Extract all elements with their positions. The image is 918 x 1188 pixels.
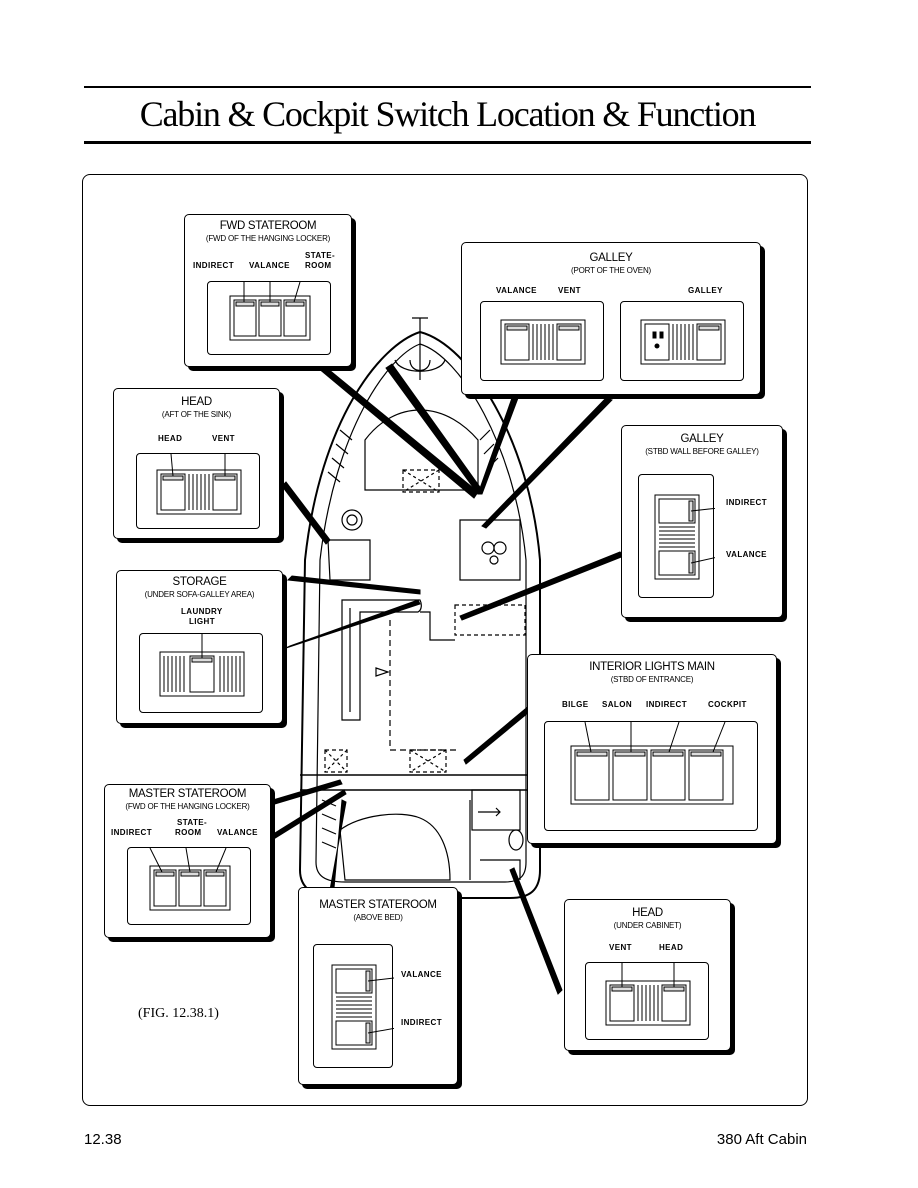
callout-subtitle: (FWD OF THE HANGING LOCKER) xyxy=(125,802,250,811)
callout-head-sink: HEAD (AFT OF THE SINK) HEAD VENT xyxy=(113,388,280,539)
switch-plate xyxy=(136,453,260,529)
callout-title: MASTER STATEROOM xyxy=(128,788,247,800)
switch-plate-left xyxy=(480,301,604,381)
switch-plate xyxy=(585,962,709,1040)
rocker-switches xyxy=(570,721,734,805)
callout-galley-port: GALLEY (PORT OF THE OVEN) VALANCE VENT G… xyxy=(461,242,761,395)
label-room: ROOM xyxy=(175,828,202,837)
callout-title: FWD STATEROOM xyxy=(219,220,317,232)
rocker-switches xyxy=(229,281,311,341)
rocker-switches xyxy=(654,494,728,580)
label-light: LIGHT xyxy=(189,617,215,626)
label-indirect: INDIRECT xyxy=(646,700,687,709)
switch-plate xyxy=(638,474,728,598)
label-head: HEAD xyxy=(659,943,684,952)
label-vent: VENT xyxy=(212,434,235,443)
callout-master-locker: MASTER STATEROOM (FWD OF THE HANGING LOC… xyxy=(104,784,271,938)
switch-plate xyxy=(139,633,263,713)
title-rule xyxy=(84,141,811,144)
label-valance: VALANCE xyxy=(496,286,537,295)
page-number: 12.38 xyxy=(84,1131,122,1148)
rocker-switches xyxy=(159,634,245,697)
rocker-switches xyxy=(605,963,691,1026)
callout-subtitle: (STBD WALL BEFORE GALLEY) xyxy=(645,447,759,456)
rocker-switches xyxy=(500,319,586,365)
label-indirect: INDIRECT xyxy=(401,1018,442,1027)
label-indirect: INDIRECT xyxy=(111,828,152,837)
switch-plate xyxy=(544,721,758,831)
label-valance: VALANCE xyxy=(249,261,290,270)
callout-title: MASTER STATEROOM xyxy=(319,899,437,911)
label-valance: VALANCE xyxy=(726,550,767,559)
callout-subtitle: (STBD OF ENTRANCE) xyxy=(610,675,694,684)
label-bilge: BILGE xyxy=(562,700,589,709)
label-state: STATE- xyxy=(305,251,336,260)
label-room: ROOM xyxy=(305,261,332,270)
switch-plate xyxy=(127,847,251,925)
label-salon: SALON xyxy=(602,700,632,709)
callout-subtitle: (UNDER SOFA-GALLEY AREA) xyxy=(144,590,255,599)
rocker-switches xyxy=(156,453,242,515)
callout-storage: STORAGE (UNDER SOFA-GALLEY AREA) LAUNDRY… xyxy=(116,570,283,724)
callout-fwd-stateroom: FWD STATEROOM (FWD OF THE HANGING LOCKER… xyxy=(184,214,352,367)
callout-galley-stbd: GALLEY (STBD WALL BEFORE GALLEY) INDIREC… xyxy=(621,425,783,618)
rocker-switches xyxy=(149,847,231,911)
label-galley: GALLEY xyxy=(688,286,723,295)
page-title: Cabin & Cockpit Switch Location & Functi… xyxy=(139,94,757,134)
callout-title: INTERIOR LIGHTS MAIN xyxy=(589,661,715,673)
label-state: STATE- xyxy=(177,818,208,827)
label-indirect: INDIRECT xyxy=(193,261,234,270)
footer-model: 380 Aft Cabin xyxy=(716,1131,807,1148)
label-vent: VENT xyxy=(609,943,632,952)
callout-title: STORAGE xyxy=(172,576,227,588)
callout-master-bed: MASTER STATEROOM (ABOVE BED) VALANCE IND… xyxy=(298,887,458,1085)
callout-title: GALLEY xyxy=(680,433,724,445)
callout-interior-main: INTERIOR LIGHTS MAIN (STBD OF ENTRANCE) … xyxy=(527,654,777,844)
callout-subtitle: (ABOVE BED) xyxy=(353,913,403,922)
switch-plate xyxy=(207,281,331,355)
callout-subtitle: (PORT OF THE OVEN) xyxy=(571,266,651,275)
label-head: HEAD xyxy=(158,434,183,443)
callout-subtitle: (AFT OF THE SINK) xyxy=(161,410,232,419)
figure-frame xyxy=(82,174,808,1106)
callout-subtitle: (UNDER CABINET) xyxy=(613,921,682,930)
label-laundry: LAUNDRY xyxy=(181,607,223,616)
callout-title: HEAD xyxy=(632,907,663,919)
figure-label: (FIG. 12.38.1) xyxy=(138,1006,219,1021)
label-valance: VALANCE xyxy=(401,970,442,979)
outlet-switch xyxy=(640,319,726,365)
label-vent: VENT xyxy=(558,286,581,295)
top-rule xyxy=(84,86,811,88)
label-cockpit: COCKPIT xyxy=(708,700,747,709)
switch-plate xyxy=(313,944,403,1068)
label-valance: VALANCE xyxy=(217,828,258,837)
callout-subtitle: (FWD OF THE HANGING LOCKER) xyxy=(205,234,331,243)
callout-title: GALLEY xyxy=(589,252,633,264)
rocker-switches xyxy=(331,964,403,1050)
callout-title: HEAD xyxy=(181,396,212,408)
callout-head-cabinet: HEAD (UNDER CABINET) VENT HEAD xyxy=(564,899,731,1051)
label-indirect: INDIRECT xyxy=(726,498,767,507)
switch-plate-right xyxy=(620,301,744,381)
